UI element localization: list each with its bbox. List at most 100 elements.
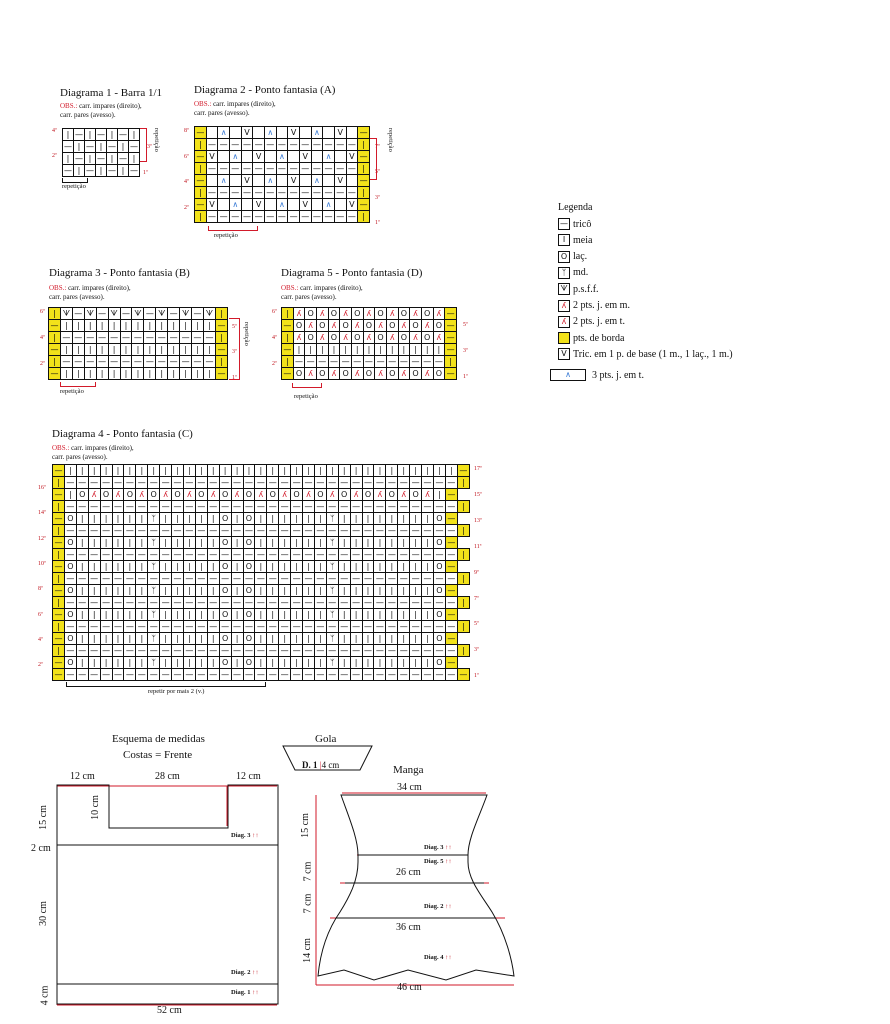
stitch-cell: O <box>292 367 306 380</box>
stitch-cell: — <box>357 150 370 163</box>
stitch-cell: — <box>310 138 324 151</box>
stitch-cell: O <box>374 331 387 344</box>
stitch-cell: | <box>456 572 471 585</box>
repeat-bracket <box>66 682 266 687</box>
diagram-5-obs: OBS.: carr. impares (direito), carr. par… <box>281 284 363 301</box>
diagram-2-title: Diagrama 2 - Ponto fantasia (A) <box>194 84 336 96</box>
row-number: 2ª <box>40 361 45 367</box>
diagram-4-title: Diagrama 4 - Ponto fantasia (C) <box>52 428 193 440</box>
row-number: 4ª <box>184 179 189 185</box>
stitch-cell: — <box>302 668 315 681</box>
legend-label: p.s.f.f. <box>573 283 599 295</box>
repeat-bracket <box>292 383 322 388</box>
grid-row: —O||||||ᛉ|||||O|O||||||ᛉ||||||||O— <box>52 584 470 597</box>
stitch-cell: O <box>362 367 376 380</box>
stitch-cell: | <box>357 210 370 223</box>
grid-row: |—————————————| <box>194 210 370 223</box>
body-diag-1: Diag. 1 ↑↑ <box>231 989 259 996</box>
legend-symbol-icon: O <box>558 250 570 263</box>
stitch-cell: — <box>48 367 61 380</box>
diagram-1-obs: OBS.: carr. impares (direito), carr. par… <box>60 102 142 119</box>
gola-diagram: D. 1 <box>302 760 318 770</box>
grid-row: —|||||||||||||— <box>281 343 457 356</box>
body-diag-3: Diag. 3 ↑↑ <box>231 832 259 839</box>
legend-title: Legenda <box>558 202 593 213</box>
obs-label: OBS.: <box>49 284 67 292</box>
legend-item: pts. de borda <box>558 332 625 345</box>
grid-row: |ᗐ—ᗐ—ᗐ—ᗐ—ᗐ—ᗐ—ᗐ| <box>48 307 229 320</box>
row-number: 1ª <box>143 170 148 176</box>
obs-text-odd: carr. impares (direito), <box>79 102 142 110</box>
stitch-cell: — <box>128 164 140 177</box>
legend-symbol-icon: ᛉ <box>558 266 570 279</box>
row-number: 4ª <box>40 335 45 341</box>
grid-row: |—————————————————————————————————| <box>52 596 471 609</box>
up-arrows-icon: ↑↑ <box>252 969 259 976</box>
row-number: 12ª <box>38 535 46 542</box>
stitch-cell: — <box>214 319 229 332</box>
stitch-cell: | <box>167 367 181 380</box>
legend-label: pts. de borda <box>573 332 625 344</box>
row-number: 8ª <box>184 128 189 134</box>
diag-label: Diag. 2 <box>231 969 251 976</box>
body-width-right: 12 cm <box>236 771 261 782</box>
stitch-cell: | <box>357 162 370 175</box>
stitch-cell: | <box>339 343 352 356</box>
grid-row: —O||||||ᛉ|||||O|O||||||ᛉ||||||||O— <box>52 560 470 573</box>
legend-symbol-icon: — <box>558 218 570 230</box>
obs-text-even: carr. pares (avesso). <box>194 108 250 117</box>
stitch-cell: | <box>357 186 370 199</box>
stitch-cell: ʎ <box>339 307 352 320</box>
stitch-cell: O <box>327 331 341 344</box>
grid-row: —|||||||||||||— <box>48 343 229 356</box>
sleeve-mid-width: 26 cm <box>396 867 421 878</box>
stitch-cell: — <box>48 343 61 356</box>
stitch-cell: — <box>345 210 359 223</box>
stitch-cell: — <box>287 186 300 199</box>
row-number: 6ª <box>40 309 45 315</box>
stitch-cell: ʎ <box>304 367 317 380</box>
obs-text-even: carr. pares (avesso). <box>281 292 337 301</box>
diagram-2-grid: —∧V∧V∧V—|—————————————|—V∧V∧V∧V—|———————… <box>194 126 370 223</box>
sleeve-diag-3: Diag. 3 ↑↑ <box>424 844 452 851</box>
row-number: 1ª <box>474 673 479 680</box>
legend-item: —tricô <box>558 218 591 230</box>
stitch-cell: — <box>214 367 229 380</box>
legend-symbol-icon: ∧ <box>550 369 586 381</box>
stitch-cell: O <box>315 367 329 380</box>
stitch-cell: — <box>444 367 457 380</box>
legend-label: laç. <box>573 251 588 263</box>
obs-label: OBS.: <box>52 444 70 452</box>
diagram-3-grid: |ᗐ—ᗐ—ᗐ—ᗐ—ᗐ—ᗐ—ᗐ|—|||||||||||||—|—————————… <box>48 307 229 380</box>
stitch-cell: ʎ <box>420 319 434 332</box>
diagram-4-obs: OBS.: carr. impares (direito), carr. par… <box>52 444 134 461</box>
legend-label: meia <box>573 234 593 246</box>
sleeve-bottom-width: 46 cm <box>397 982 422 993</box>
stitch-cell: | <box>456 596 471 609</box>
stitch-cell: — <box>252 162 265 175</box>
body-height-2: 2 cm <box>31 843 51 854</box>
stitch-cell: — <box>263 210 277 223</box>
stitch-cell: V <box>287 126 300 139</box>
body-outline <box>56 784 279 1005</box>
diag-label: Diag. 1 <box>231 989 251 996</box>
schema-title: Esquema de medidas <box>112 733 205 745</box>
stitch-cell: ʎ <box>409 331 422 344</box>
stitch-cell: — <box>444 560 458 573</box>
row-number: 11ª <box>474 543 482 550</box>
stitch-cell: | <box>420 343 434 356</box>
row-number: 2ª <box>272 361 277 367</box>
up-arrows-icon: ↑↑ <box>445 954 452 961</box>
stitch-cell: ʎ <box>374 367 387 380</box>
body-height-4: 4 cm <box>39 985 51 1006</box>
stitch-cell: O <box>409 367 422 380</box>
grid-row: |—————————————| <box>48 355 229 368</box>
sleeve-height-14: 14 cm <box>301 938 313 963</box>
row-number: 3ª <box>474 647 479 654</box>
up-arrows-icon: ↑↑ <box>445 844 452 851</box>
row-number: 2ª <box>38 662 43 669</box>
grid-row: —|||||||||||||— <box>48 319 229 332</box>
grid-row: ——————————————————————————————————— <box>52 668 471 681</box>
